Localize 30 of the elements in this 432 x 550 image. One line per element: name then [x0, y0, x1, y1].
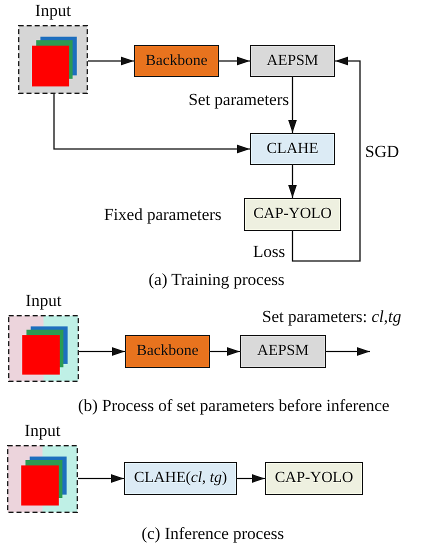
arrow: [78, 474, 124, 483]
arrow: [53, 94, 250, 154]
input-label: Input: [24, 291, 62, 311]
process-box: AEPSM: [250, 45, 335, 77]
edge-label: Set parameters: [188, 90, 289, 110]
process-box: AEPSM: [240, 335, 326, 368]
arrow: [288, 77, 297, 133]
process-box: CAP-YOLO: [244, 198, 341, 231]
arrow: [292, 56, 361, 262]
arrow: [88, 56, 134, 66]
process-box: Backbone: [125, 335, 210, 368]
process-box: Backbone: [134, 45, 219, 77]
line-label: Loss: [253, 242, 286, 262]
arrow: [237, 474, 265, 483]
process-box: CLAHE: [250, 133, 335, 165]
arrow: [79, 347, 125, 356]
node-caption: Fixed parameters: [104, 205, 222, 225]
arrow: [288, 165, 297, 198]
edge-label: Set parameters: cl,tg: [262, 307, 402, 327]
arrow: [219, 56, 250, 66]
caption: (c) Inference process: [140, 524, 285, 544]
edge-label: SGD: [365, 142, 400, 162]
caption: (a) Training process: [148, 270, 285, 290]
input-label: Input: [34, 1, 72, 21]
arrow: [326, 347, 370, 356]
caption: (b) Process of set parameters before inference: [77, 396, 390, 416]
arrow: [210, 347, 240, 356]
process-box: CAP-YOLO: [265, 462, 363, 495]
process-box: CLAHE(cl, tg): [124, 462, 237, 495]
input-label: Input: [24, 421, 62, 441]
